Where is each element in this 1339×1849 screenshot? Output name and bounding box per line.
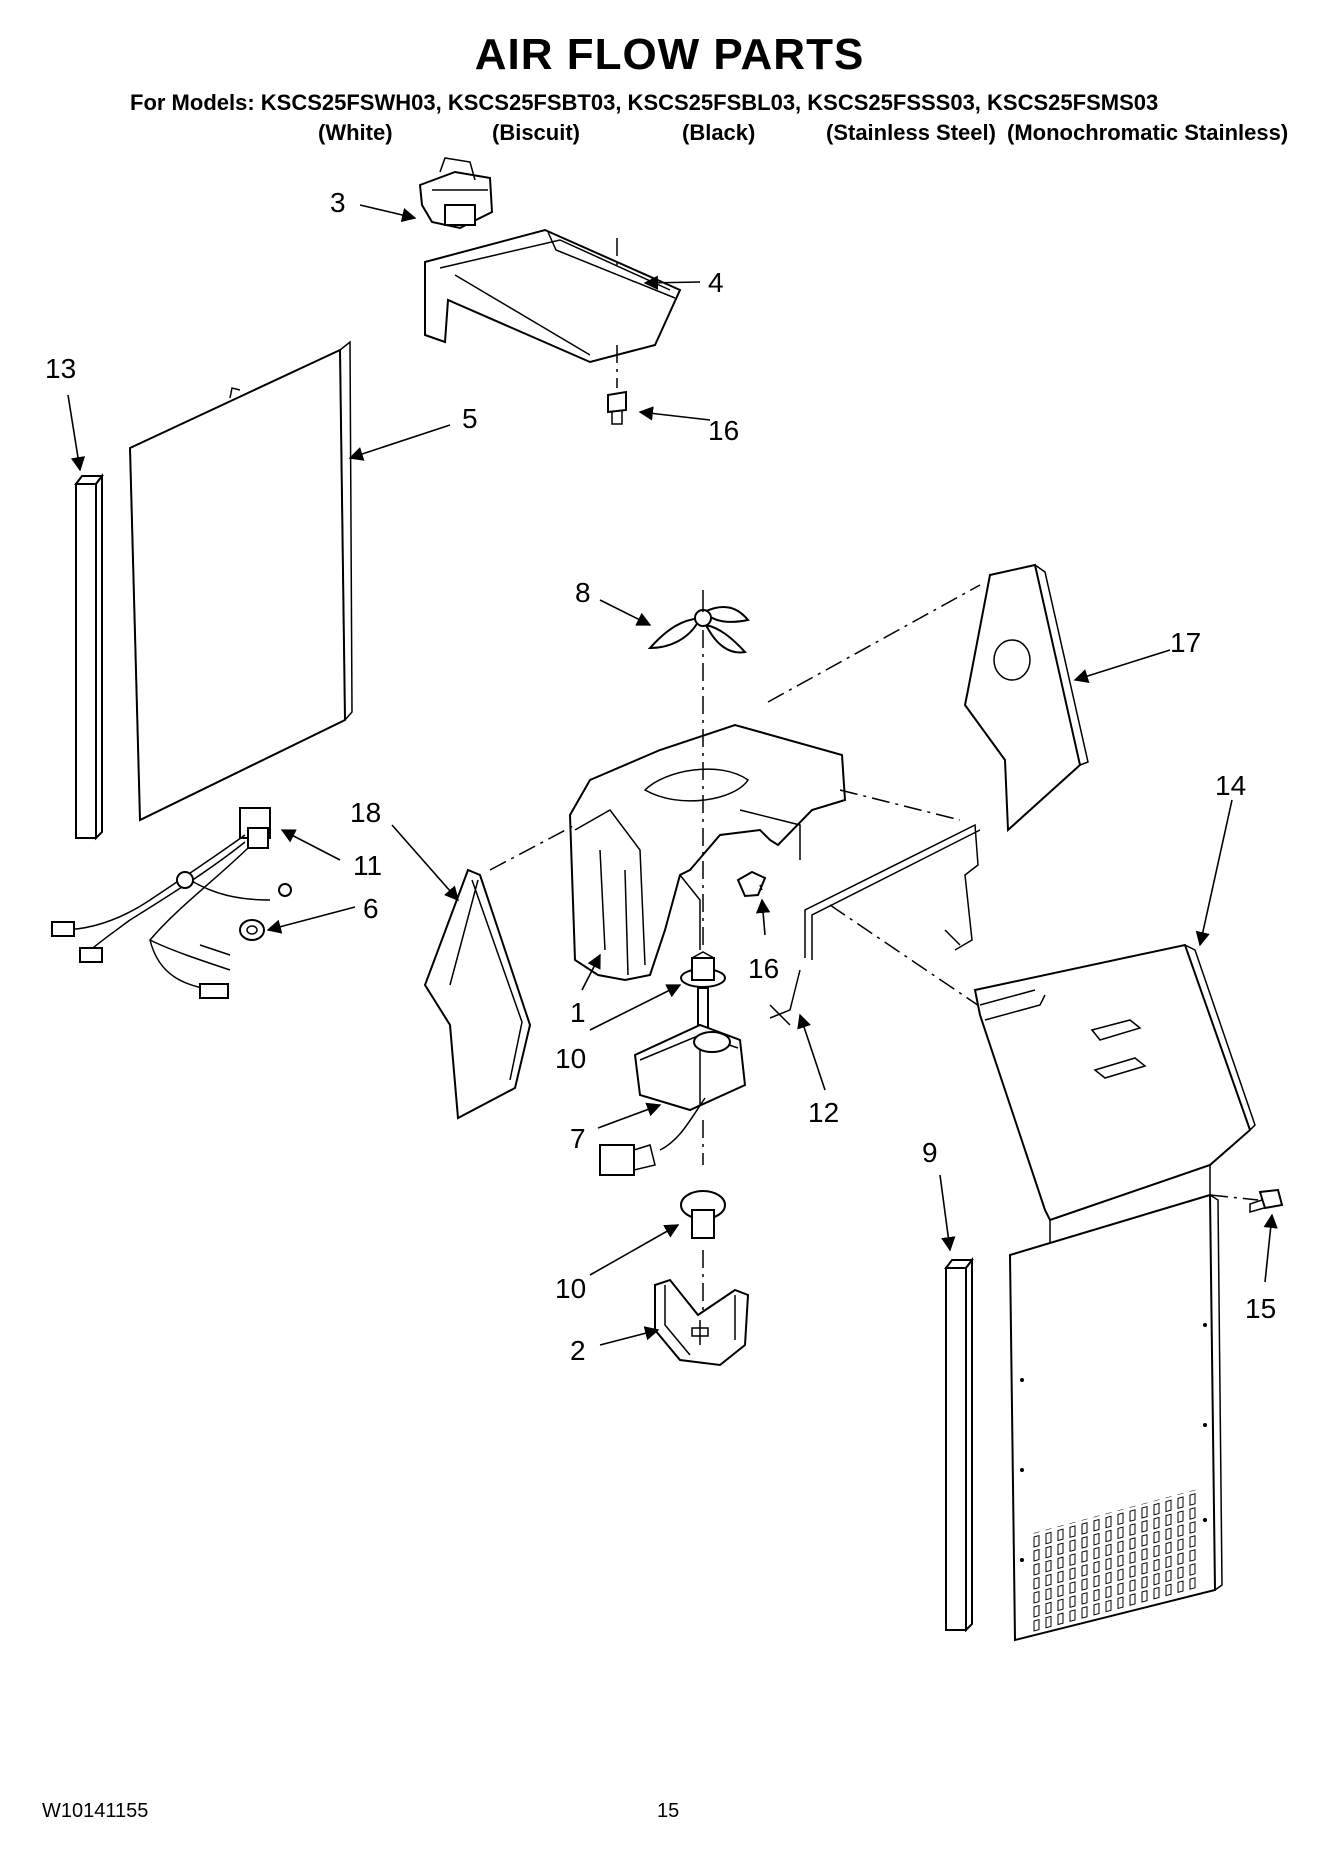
color-monochromatic: (Monochromatic Stainless) [1007, 120, 1289, 145]
part-4-cover [424, 228, 682, 364]
assembly-lines [489, 584, 986, 1335]
callout-9: 9 [922, 1137, 938, 1168]
callout-3: 3 [330, 187, 346, 218]
callout-13: 13 [45, 353, 76, 384]
callout-15: 15 [1245, 1293, 1276, 1324]
color-stainless: (Stainless Steel) [826, 120, 996, 145]
part-5-ribbed-panel [128, 340, 353, 822]
callout-10-lower: 10 [555, 1273, 586, 1304]
callout-14: 14 [1215, 770, 1246, 801]
part-15-screw [1209, 1188, 1284, 1213]
part-6-grommet [239, 919, 265, 941]
part-8-fan-blade [647, 590, 750, 654]
leader-lines [67, 204, 1278, 1346]
color-white: (White) [318, 120, 393, 145]
callout-5: 5 [462, 403, 478, 434]
callout-6: 6 [363, 893, 379, 924]
callout-18: 18 [350, 797, 381, 828]
part-10-mount-upper [680, 951, 726, 988]
part-18-duct-plate [423, 868, 532, 1120]
page-number: 15 [657, 1800, 680, 1822]
callout-4: 4 [708, 267, 724, 298]
part-9-strip [944, 1257, 974, 1633]
part-12-wire-bracket [769, 823, 981, 1026]
part-13-strip [74, 473, 104, 841]
callout-1: 1 [570, 997, 586, 1028]
part-11-wire-harness [51, 807, 292, 999]
part-1-fan-housing [568, 630, 847, 982]
models-line: For Models: KSCS25FSWH03, KSCS25FSBT03, … [130, 90, 1159, 115]
callout-11: 11 [353, 850, 382, 881]
part-3-damper [418, 157, 494, 230]
part-7-fan-motor [599, 987, 747, 1176]
part-17-duct-plate [963, 563, 1089, 833]
callout-numbers: 3 4 16 13 5 8 17 14 18 11 6 16 1 10 12 7… [45, 187, 1276, 1366]
callout-2: 2 [570, 1335, 586, 1366]
callout-12: 12 [808, 1097, 839, 1128]
callout-7: 7 [570, 1123, 586, 1154]
callout-8: 8 [575, 577, 591, 608]
callout-16-top: 16 [708, 415, 739, 446]
part-2-bracket [654, 1278, 750, 1367]
callout-17: 17 [1170, 627, 1201, 658]
callout-16-middle: 16 [748, 953, 779, 984]
document-number: W10141155 [42, 1800, 149, 1822]
part-10-mount-lower [680, 1190, 726, 1239]
color-biscuit: (Biscuit) [492, 120, 580, 145]
callout-10-upper: 10 [555, 1043, 586, 1074]
part-14-duct-panel [973, 943, 1256, 1642]
part-16-screw-top [607, 345, 627, 425]
color-black: (Black) [682, 120, 756, 145]
part-16-screw-middle [736, 870, 767, 898]
page-title: AIR FLOW PARTS [474, 30, 865, 79]
